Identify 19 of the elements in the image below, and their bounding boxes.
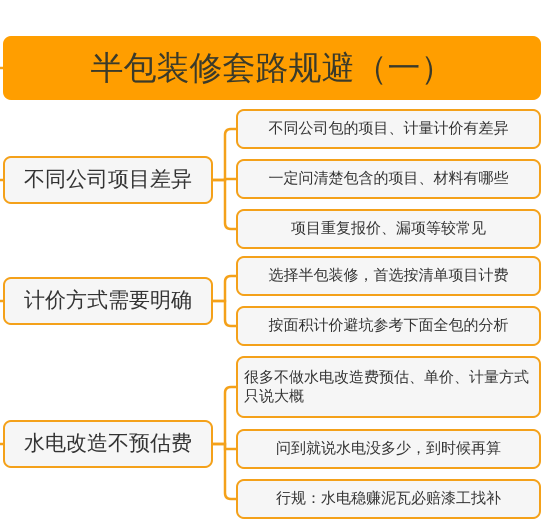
title-box: 半包装修套路规避（一）	[3, 36, 541, 100]
topic-box: 不同公司项目差异	[3, 156, 213, 204]
item-box: 行规：水电稳赚泥瓦必赔漆工找补	[236, 479, 541, 519]
item-box: 不同公司包的项目、计量计价有差异	[236, 109, 541, 149]
topic-box: 计价方式需要明确	[3, 277, 213, 325]
connector-stub	[0, 300, 3, 302]
topic-box: 水电改造不预估费	[3, 420, 213, 468]
item-box: 选择半包装修，首选按清单项目计费	[236, 256, 541, 296]
item-box: 按面积计价避坑参考下面全包的分析	[236, 306, 541, 346]
item-box: 一定问清楚包含的项目、材料有哪些	[236, 159, 541, 199]
branch-connector	[213, 178, 236, 230]
connector-stub	[0, 66, 3, 70]
branch-connector	[213, 300, 236, 328]
item-box: 很多不做水电改造费预估、单价、计量方式只说大概	[236, 356, 541, 418]
connector-stub	[0, 178, 3, 182]
branch-connector	[213, 442, 236, 500]
item-box: 问到就说水电没多少，到时候再算	[236, 429, 541, 469]
item-box: 项目重复报价、漏项等较常见	[236, 209, 541, 249]
connector-stub	[0, 442, 3, 446]
